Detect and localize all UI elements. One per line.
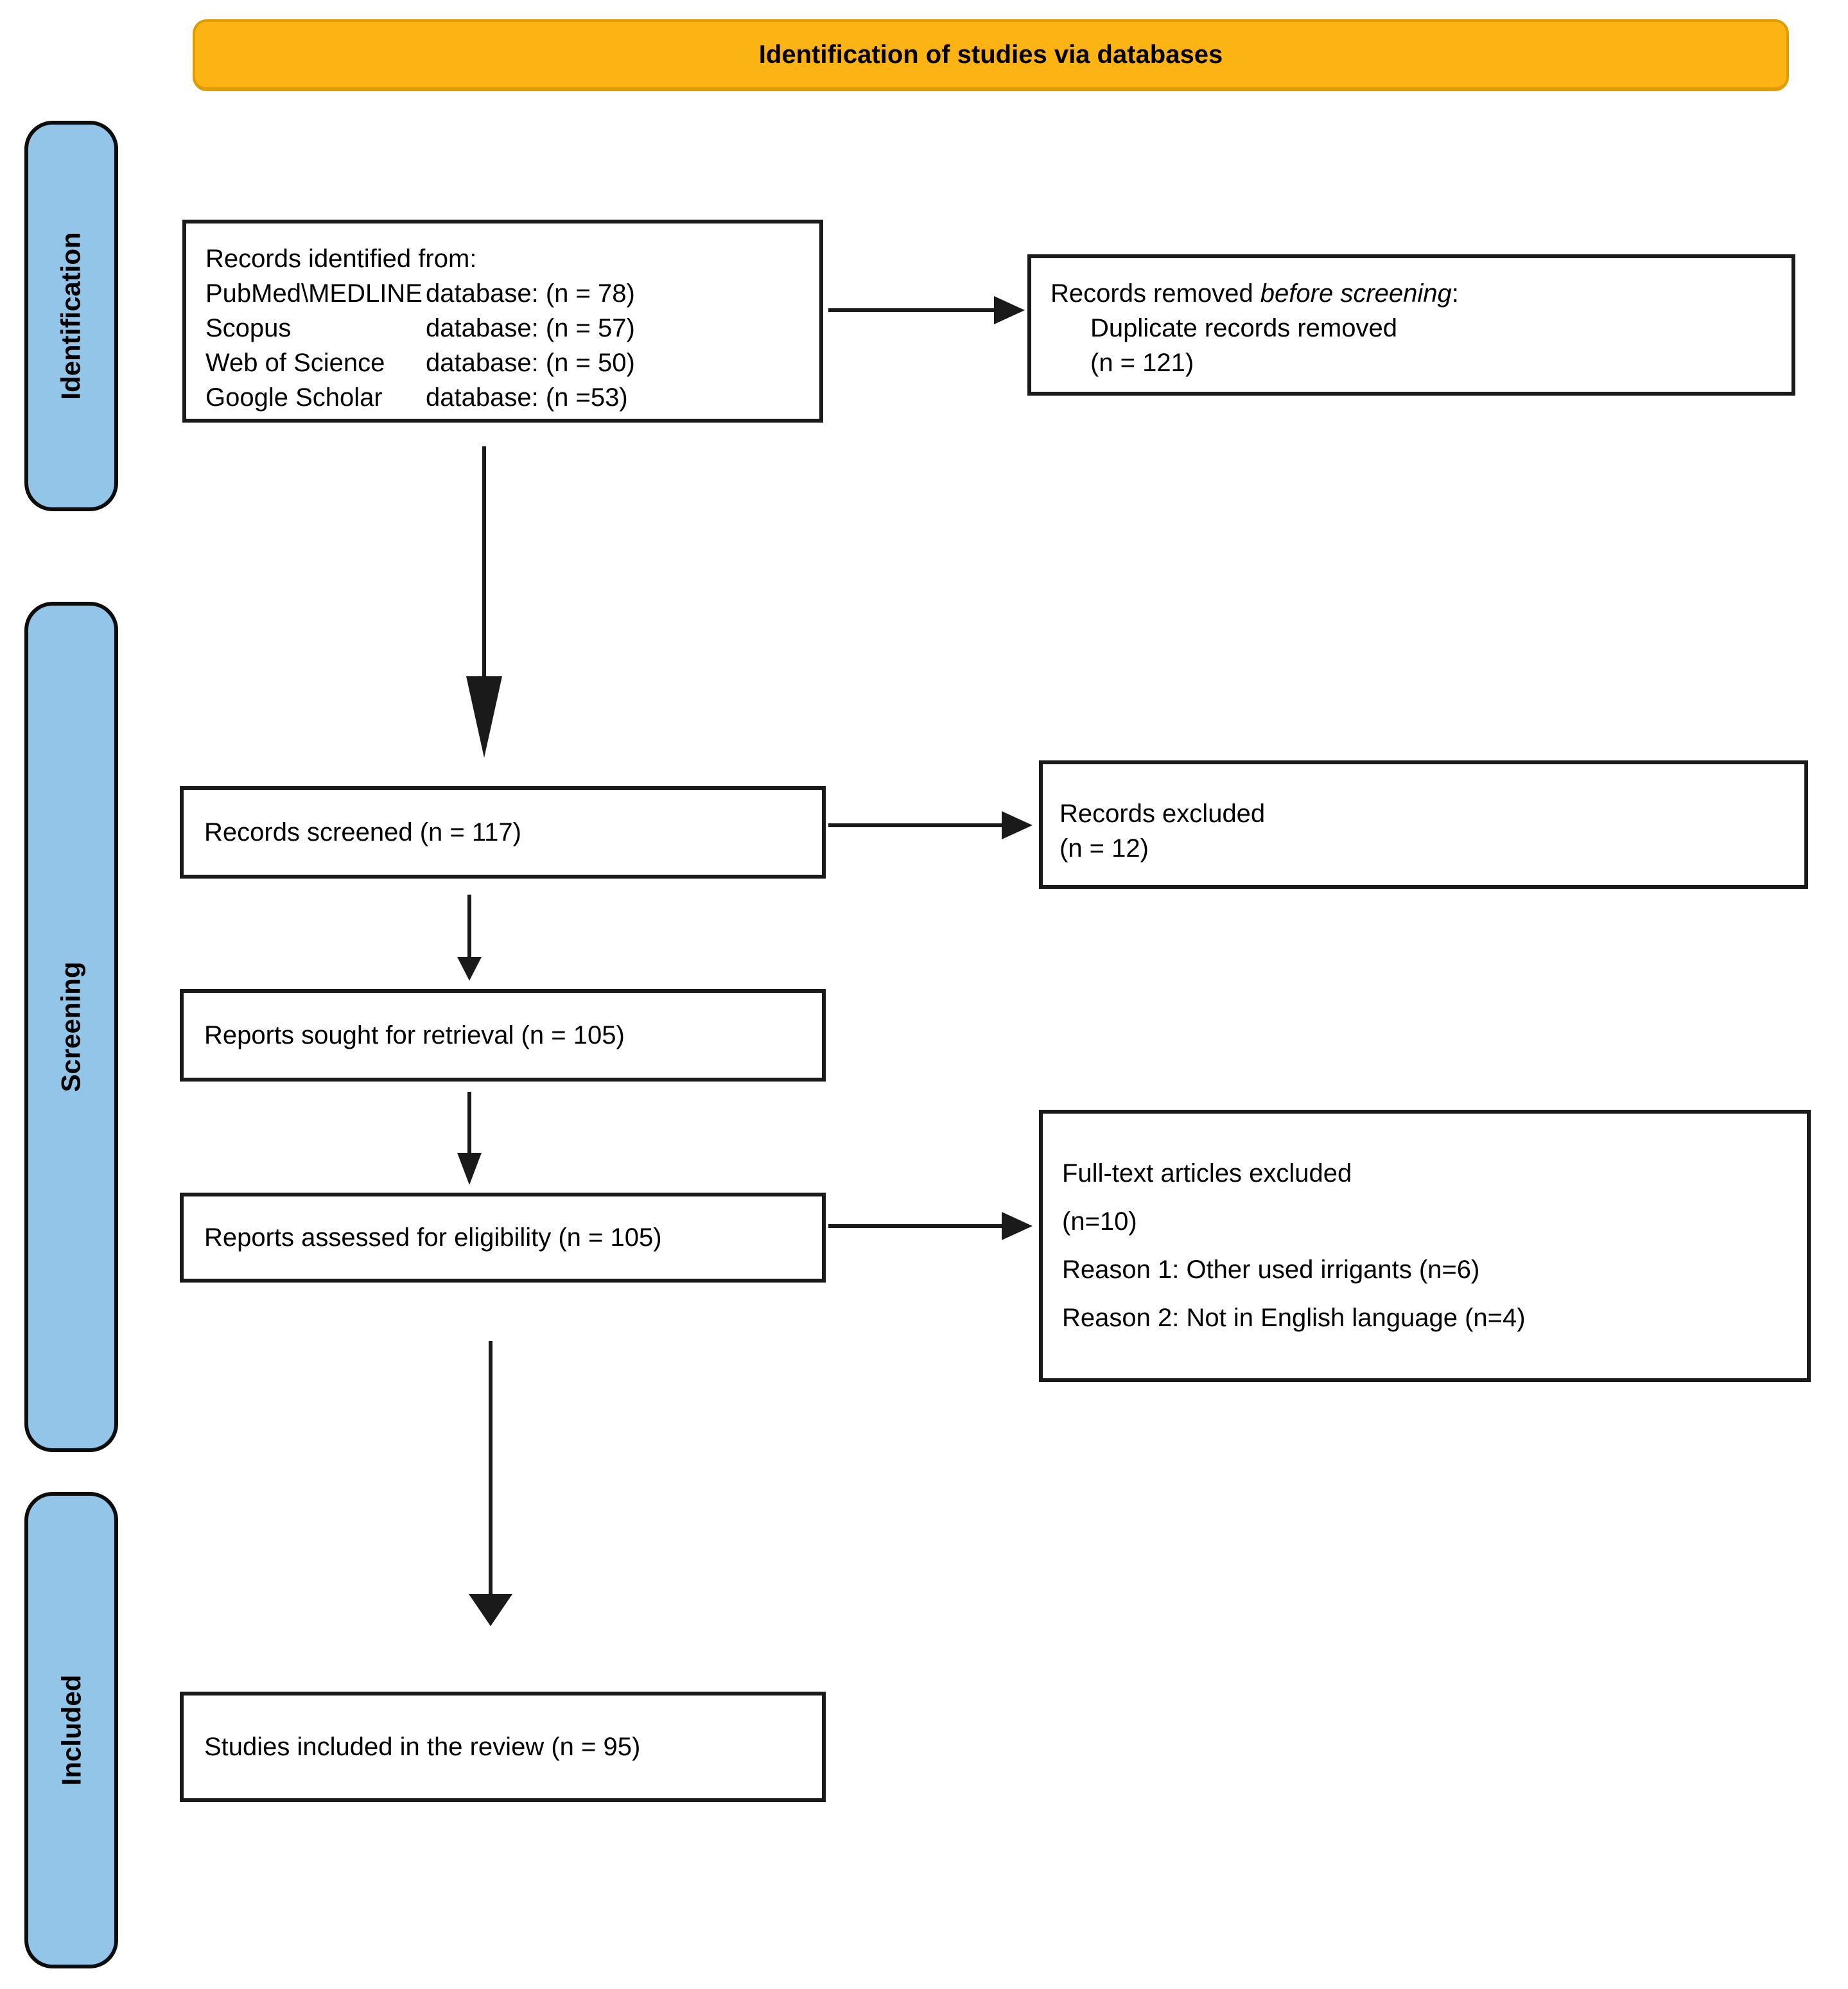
box-reports-assessed: Reports assessed for eligibility (n = 10… (180, 1193, 826, 1283)
records-excluded-line: (n = 12) (1059, 834, 1149, 863)
banner-identification-of-studies: Identification of studies via databases (193, 19, 1789, 91)
records-removed-line: (n = 121) (1090, 349, 1194, 377)
box-records-screened: Records screened (n = 117) (180, 786, 826, 879)
box-studies-included: Studies included in the review (n = 95) (180, 1692, 826, 1802)
fulltext-excluded-line: Reason 2: Not in English language (n=4) (1062, 1304, 1526, 1332)
arrowhead-assessed-to-included (469, 1594, 512, 1626)
records-excluded-line: Records excluded (1059, 800, 1266, 828)
stage-included: Included (24, 1492, 118, 1968)
stage-identification: Identification (24, 121, 118, 511)
records-removed-title-italic: before screening (1260, 279, 1452, 308)
records-removed-line: Duplicate records removed (1090, 314, 1397, 342)
arrowhead-sought-to-assessed (457, 1153, 482, 1185)
records-identified-intro: Records identified from: (205, 245, 477, 273)
box-fulltext-excluded: Full-text articles excluded (n=10) Reaso… (1039, 1110, 1811, 1382)
stage-identification-label: Identification (56, 232, 86, 400)
fulltext-excluded-line: Reason 1: Other used irrigants (n=6) (1062, 1256, 1480, 1284)
box-records-excluded: Records excluded (n = 12) (1039, 760, 1808, 889)
arrowhead-identified-to-screened (466, 676, 502, 758)
stage-screening: Screening (24, 602, 118, 1452)
arrowhead-screened-to-sought (457, 957, 482, 981)
box-reports-sought: Reports sought for retrieval (n = 105) (180, 989, 826, 1082)
arrowhead-identified-to-removed (994, 296, 1025, 324)
arrowhead-assessed-to-fulltext (1002, 1212, 1033, 1240)
fulltext-excluded-line: (n=10) (1062, 1207, 1137, 1236)
arrowhead-screened-to-excluded (1002, 811, 1033, 839)
banner-title: Identification of studies via databases (758, 40, 1223, 69)
stage-screening-label: Screening (56, 961, 87, 1092)
box-records-removed: Records removed before screening: Duplic… (1027, 254, 1795, 396)
records-removed-title: Records removed before screening: (1050, 279, 1459, 308)
fulltext-excluded-line: Full-text articles excluded (1062, 1159, 1352, 1187)
stage-included-label: Included (56, 1674, 86, 1786)
